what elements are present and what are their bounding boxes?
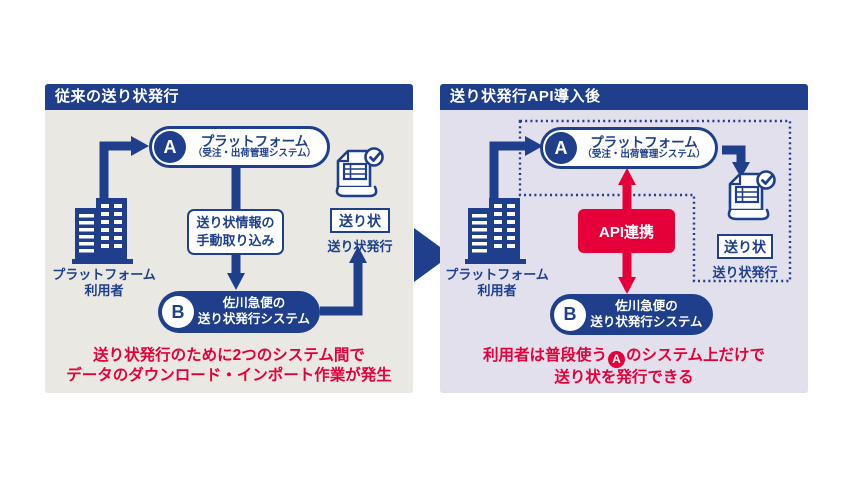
invoice-issue-label: 送り状発行 bbox=[327, 239, 393, 254]
panel-traditional: 従来の送り状発行 A プラットフォーム （受注・出荷管理システム） bbox=[45, 84, 413, 393]
system-a-badge: A bbox=[545, 132, 577, 164]
system-b-badge: B bbox=[162, 296, 194, 328]
panel-traditional-header: 従来の送り状発行 bbox=[45, 84, 413, 110]
platform-system-pill: A プラットフォーム （受注・出荷管理システム） bbox=[540, 127, 718, 169]
invoice-tag: 送り状 bbox=[330, 208, 390, 233]
panel-traditional-body: A プラットフォーム （受注・出荷管理システム） bbox=[45, 110, 413, 393]
invoice-document-icon bbox=[727, 170, 776, 221]
sagawa-system-label: 佐川急便の 送り状発行システム bbox=[197, 296, 311, 326]
sagawa-system-label: 佐川急便の 送り状発行システム bbox=[590, 298, 703, 329]
platform-system-label: プラットフォーム （受注・出荷管理システム） bbox=[582, 135, 706, 161]
sagawa-system-pill: B 佐川急便の 送り状発行システム bbox=[158, 291, 320, 333]
flow-arrows-right bbox=[489, 119, 792, 294]
platform-user-label: プラットフォーム 利用者 bbox=[445, 267, 549, 299]
panel-after-api-body: A プラットフォーム （受注・出荷管理システム） bbox=[440, 110, 808, 393]
system-a-badge-inline: A bbox=[607, 350, 625, 368]
sagawa-system-pill: B 佐川急便の 送り状発行システム bbox=[550, 294, 713, 335]
caption-traditional: 送り状発行のために2つのシステム間で データのダウンロード・インポート作業が発生 bbox=[66, 347, 392, 384]
manual-import-box: 送り状情報の 手動取り込み bbox=[187, 209, 284, 255]
invoice-issue-label: 送り状発行 bbox=[712, 265, 778, 280]
system-b-badge: B bbox=[554, 298, 586, 331]
building-icon bbox=[72, 198, 133, 264]
platform-system-label: プラットフォーム （受注・出荷管理システム） bbox=[192, 134, 317, 160]
invoice-tag: 送り状 bbox=[717, 234, 773, 259]
invoice-document-icon bbox=[335, 147, 384, 198]
api-link-box: API連携 bbox=[578, 209, 675, 253]
panel-after-api-header: 送り状発行API導入後 bbox=[440, 84, 808, 110]
system-a-badge: A bbox=[154, 131, 186, 163]
platform-user-label: プラットフォーム 利用者 bbox=[52, 267, 156, 299]
building-icon bbox=[465, 198, 526, 264]
platform-system-pill: A プラットフォーム （受注・出荷管理システム） bbox=[149, 126, 330, 168]
panel-after-api: 送り状発行API導入後 A プラットフォーム （受注・ bbox=[440, 84, 808, 393]
